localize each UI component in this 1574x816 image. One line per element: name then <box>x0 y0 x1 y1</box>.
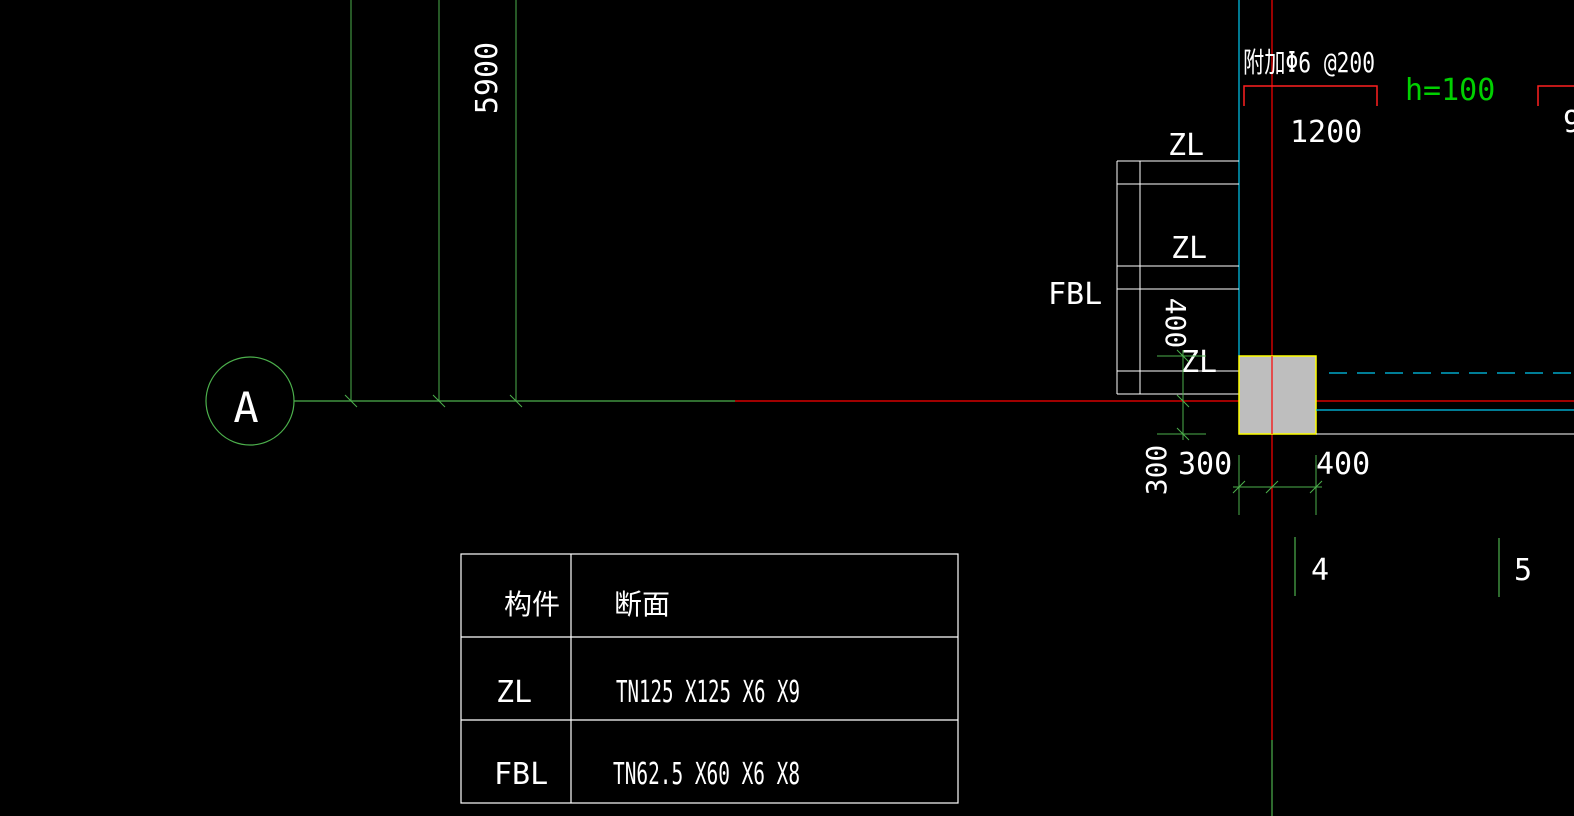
axis-bubble-label: A <box>233 383 258 432</box>
dim-1200: 1200 <box>1290 115 1362 150</box>
dim-300-vertical-lines <box>1157 349 1206 441</box>
axis-bubble-a: A <box>205 356 295 446</box>
section-table: 构件 断面 ZL TN125 X125 X6 X9 FBL TN62.5 X60… <box>460 553 959 804</box>
table-row-section: TN62.5 X60 X6 X8 <box>613 757 800 792</box>
rebar-note: 附加Φ6 @200 <box>1243 46 1375 79</box>
member-zl-label-2: ZL <box>1171 231 1207 266</box>
member-zl-label-1: ZL <box>1168 128 1204 163</box>
table-header-section: 断面 <box>614 588 670 621</box>
dim-300-vertical: 300 <box>1140 445 1173 496</box>
dim-400-vertical: 400 <box>1159 298 1192 349</box>
table-row-member: ZL <box>496 675 532 710</box>
dim-300: 300 <box>1178 447 1232 482</box>
member-frame <box>1116 160 1239 395</box>
dim-400: 400 <box>1316 447 1370 482</box>
beam-lines-right <box>1316 372 1574 435</box>
slab-height-annotation: h=100 9 <box>1405 73 1574 140</box>
grid-marker-4: 4 <box>1294 537 1329 596</box>
table-row-member: FBL <box>494 757 548 792</box>
grid-label-4: 4 <box>1311 553 1329 588</box>
table-header-member: 构件 <box>504 588 560 621</box>
dim-5900: 5900 <box>470 42 505 114</box>
table-row-section: TN125 X125 X6 X9 <box>616 675 800 710</box>
grid-label-5: 5 <box>1514 553 1532 588</box>
cut-off-char: 9 <box>1563 105 1574 140</box>
member-fbl-label: FBL <box>1048 277 1102 312</box>
dim-horizontal-lines <box>1232 455 1323 515</box>
grid-marker-5: 5 <box>1498 538 1532 597</box>
column-block <box>1238 355 1317 435</box>
member-zl-label-3: ZL <box>1181 345 1217 380</box>
slab-height-note: h=100 <box>1405 73 1495 108</box>
rebar-annotation: 附加Φ6 @200 1200 <box>1243 46 1378 150</box>
